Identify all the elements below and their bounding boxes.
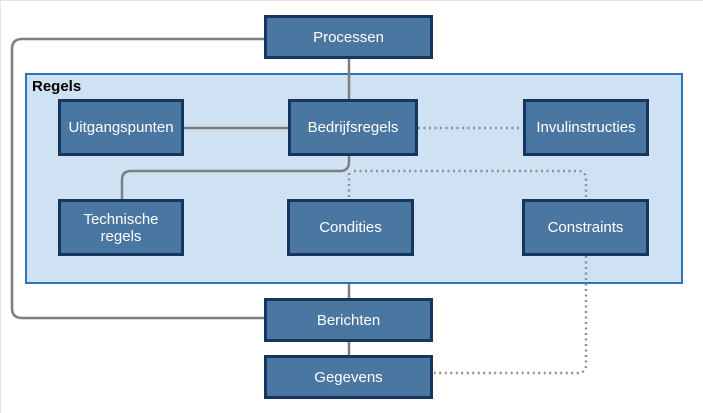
node-technische-regels-label: Technische regels bbox=[83, 210, 159, 245]
node-constraints-label: Constraints bbox=[547, 219, 624, 236]
regels-container-label: Regels bbox=[32, 78, 82, 95]
edge-processen-berichten bbox=[10, 37, 264, 320]
node-invulinstructies: Invulinstructies bbox=[523, 99, 649, 156]
node-berichten: Berichten bbox=[264, 298, 433, 342]
node-bedrijfsregels: Bedrijfsregels bbox=[288, 99, 418, 156]
node-berichten-label: Berichten bbox=[316, 311, 381, 329]
node-uitgangspunten: Uitgangspunten bbox=[58, 99, 184, 156]
node-constraints: Constraints bbox=[522, 199, 649, 256]
edge-constraints-gegevens bbox=[434, 256, 588, 375]
node-condities: Condities bbox=[287, 199, 414, 256]
node-invulinstructies-label: Invulinstructies bbox=[536, 119, 636, 136]
node-gegevens-label: Gegevens bbox=[314, 368, 383, 386]
node-condities-label: Condities bbox=[319, 219, 382, 236]
edge-bedrijfsregels-technische-regels bbox=[120, 156, 351, 199]
edge-bedrijfsregels-constraints bbox=[354, 169, 588, 199]
node-bedrijfsregels-label: Bedrijfsregels bbox=[307, 119, 399, 136]
node-processen: Processen bbox=[264, 15, 433, 59]
node-processen-label: Processen bbox=[313, 28, 384, 46]
node-gegevens: Gegevens bbox=[264, 355, 433, 399]
node-technische-regels: Technische regels bbox=[58, 199, 184, 256]
node-uitgangspunten-label: Uitgangspunten bbox=[68, 119, 174, 136]
